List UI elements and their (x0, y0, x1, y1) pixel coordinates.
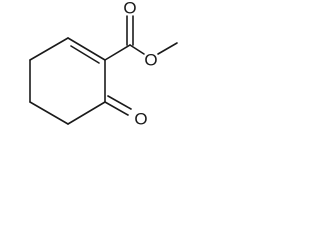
bond-c4-ketone-double-a (104, 101, 129, 116)
bond-ring-to-ester-carbon (104, 44, 131, 61)
bond-ring-c2-c3-inner (70, 45, 100, 64)
skeletal-structure: O O O (29, 0, 178, 129)
ketone-oxygen-label: O (134, 110, 147, 129)
bond-c4-ketone-double-b (107, 95, 132, 110)
bond-ring-c2-c3-outer (67, 37, 106, 61)
ester-ether-oxygen-label: O (144, 51, 157, 70)
bond-ester-c-o-single (129, 44, 145, 55)
bond-ring-c4-c5 (67, 101, 106, 125)
bond-ring-c5-c6 (29, 101, 69, 125)
bond-o-methyl (157, 42, 178, 55)
bond-ring-c1-c2 (29, 37, 69, 61)
ester-carbonyl-oxygen-label: O (123, 0, 136, 18)
